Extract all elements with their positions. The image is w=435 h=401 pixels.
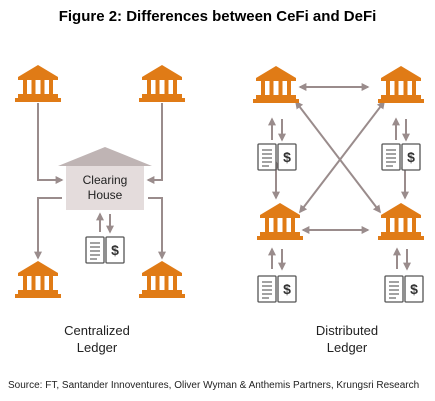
bank-icon-dist-tl [253, 66, 299, 103]
ledger-dollar-dist-tr: $ [407, 149, 415, 165]
arrow-bank-tr-to-clearing [146, 103, 163, 184]
arrow-clearing-to-bank-bl [34, 197, 62, 260]
clearing-house-label-line2: House [87, 188, 123, 202]
arrow-diagonal-tl-br [295, 100, 381, 214]
caption-centralized-line1: Centralized [64, 323, 130, 338]
ledger-dollar-dist-bl: $ [283, 281, 291, 297]
bank-icon-central-tl [15, 65, 61, 102]
clearing-house-label: Clearing House [66, 173, 144, 203]
arrow-clearing-to-bank-br [148, 197, 166, 260]
caption-distributed-ledger: Distributed Ledger [297, 322, 397, 356]
bank-icon-central-bl [15, 261, 61, 298]
caption-distributed-line2: Ledger [326, 340, 368, 355]
ledger-dollar-dist-tl: $ [283, 149, 291, 165]
ledger-dollar-central: $ [111, 242, 119, 258]
distributed-arrows [268, 83, 411, 271]
bank-icon-dist-tr [378, 66, 424, 103]
bank-icon-central-tr [139, 65, 185, 102]
figure-title: Figure 2: Differences between CeFi and D… [58, 8, 377, 25]
arrow-diagonal-tr-bl [299, 100, 385, 214]
bank-icon-central-br [139, 261, 185, 298]
clearing-house [58, 147, 152, 210]
caption-centralized-ledger: Centralized Ledger [47, 322, 147, 356]
bank-icon-dist-bl [257, 203, 303, 240]
clearing-house-roof [58, 147, 152, 166]
bank-icon-dist-br [378, 203, 424, 240]
centralized-arrows [34, 103, 166, 260]
clearing-house-box [66, 166, 144, 210]
caption-distributed-line1: Distributed [315, 323, 379, 338]
arrow-bank-tl-to-clearing [37, 103, 64, 184]
source-note: Source: FT, Santander Innoventures, Oliv… [8, 380, 420, 391]
caption-centralized-line2: Ledger [76, 340, 118, 355]
ledger-dollar-dist-br: $ [410, 281, 418, 297]
clearing-house-label-line1: Clearing [82, 173, 128, 187]
